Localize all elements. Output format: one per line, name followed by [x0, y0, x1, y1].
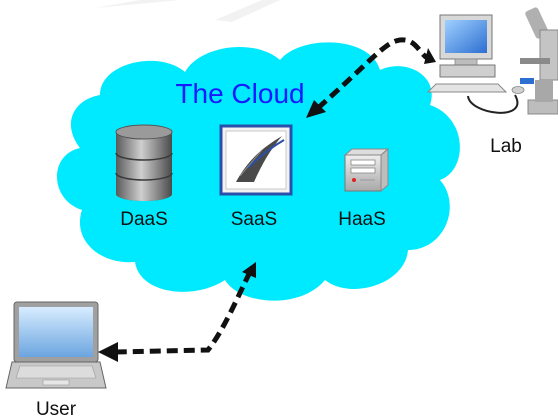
desktop-computer-icon [426, 14, 525, 94]
microscope-icon [467, 7, 558, 115]
service-label-daas: DaaS [120, 209, 168, 230]
background-decoration [95, 0, 280, 22]
office-document-icon [219, 124, 293, 196]
cloud-title: The Cloud [175, 78, 304, 109]
lab-label: Lab [490, 136, 522, 157]
connection-lab-cloud [306, 37, 436, 118]
connection-cloud-user [98, 262, 256, 362]
service-label-saas: SaaS [231, 209, 277, 230]
service-label-haas: HaaS [338, 209, 386, 230]
database-icon [115, 124, 173, 201]
user-label: User [36, 399, 77, 419]
server-tower-icon [343, 147, 390, 193]
laptop-icon [5, 301, 107, 389]
